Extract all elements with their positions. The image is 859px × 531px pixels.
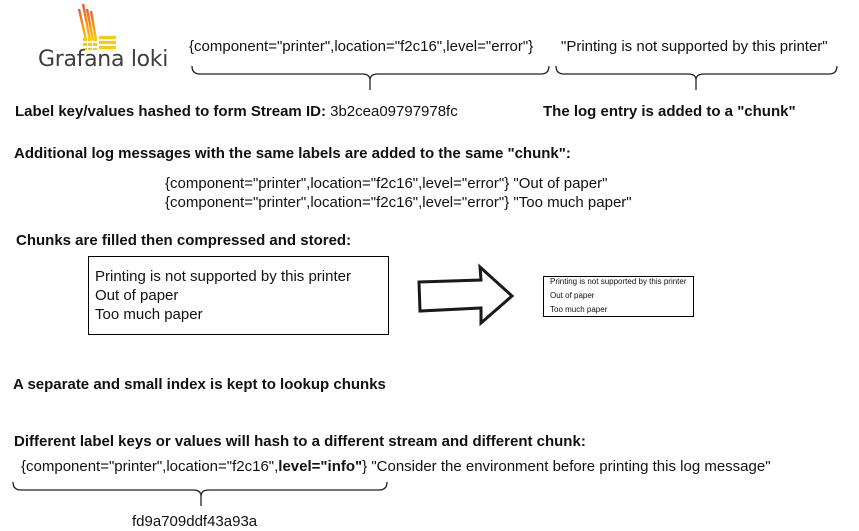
labels-brace-icon: [191, 65, 550, 90]
new-stream-hash: fd9a709ddf43a93a: [132, 513, 258, 530]
chunk-note: The log entry is added to a "chunk": [543, 103, 796, 120]
additional-line: {component="printer",location="f2c16",le…: [165, 175, 608, 192]
changed-label: level="info": [278, 458, 363, 475]
new-stream-line: {component="printer",location="f2c16",le…: [21, 458, 771, 476]
message-brace-icon: [555, 65, 838, 90]
stream-id-line: Label key/values hashed to form Stream I…: [15, 103, 458, 121]
stream-id-label: Label key/values hashed to form Stream I…: [15, 103, 326, 120]
new-labels-brace-icon: [12, 481, 388, 506]
chunk-entry: Printing is not supported by this printe…: [95, 268, 351, 285]
new-labels-prefix: {component="printer",location="f2c16",: [21, 458, 279, 475]
logo-text: Grafana loki: [38, 47, 169, 72]
additional-heading: Additional log messages with the same la…: [14, 145, 571, 162]
chunk-entry: Out of paper: [95, 287, 179, 304]
compressed-entry: Printing is not supported by this printe…: [550, 277, 687, 286]
additional-line: {component="printer",location="f2c16",le…: [165, 194, 632, 211]
new-message: "Consider the environment before printin…: [367, 458, 771, 475]
new-labels-suffix: }: [362, 458, 368, 475]
stream-id-value: 3b2cea09797978fc: [330, 103, 458, 120]
compressed-chunk: Printing is not supported by this printe…: [543, 276, 694, 317]
uncompressed-chunk: Printing is not supported by this printe…: [88, 256, 389, 335]
stream-labels: {component="printer",location="f2c16",le…: [189, 38, 534, 55]
index-note: A separate and small index is kept to lo…: [13, 376, 386, 393]
compressed-entry: Too much paper: [550, 305, 608, 314]
different-heading: Different label keys or values will hash…: [14, 433, 586, 450]
compressed-entry: Out of paper: [550, 291, 595, 300]
chunk-entry: Too much paper: [95, 306, 203, 323]
stream-message: "Printing is not supported by this print…: [561, 38, 828, 55]
chunks-heading: Chunks are filled then compressed and st…: [16, 232, 352, 249]
